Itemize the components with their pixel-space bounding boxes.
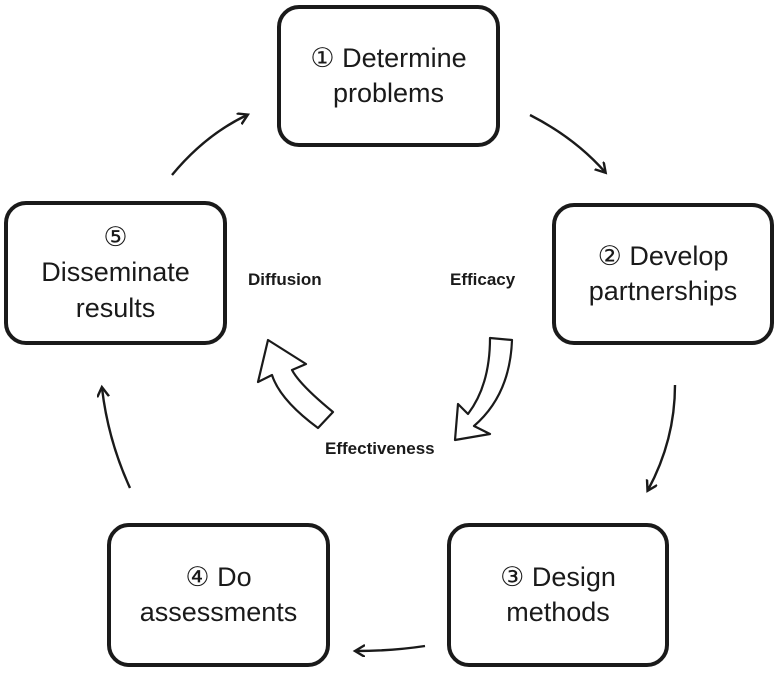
step-4-line-1: ④ Do [185,561,252,592]
step-5-disseminate-results: ⑤ Disseminate results [4,201,227,345]
label-diffusion: Diffusion [248,270,322,289]
label-effectiveness: Effectiveness [325,439,435,458]
block-arrow-effectiveness-to-diffusion [256,338,335,430]
step-3-line-1: ③ Design [500,561,616,592]
step-5-line-2: Disseminate [41,257,190,288]
step-2-develop-partnerships: ② Develop partnerships [552,203,774,345]
step-1-line-2: problems [332,78,445,108]
step-4-line-2: assessments [139,597,298,627]
step-2-line-1: ② Develop [597,240,729,271]
arrow-1-to-2 [529,113,605,172]
label-efficacy: Efficacy [450,270,516,289]
step-5-line-3: results [75,292,156,323]
arrow-4-to-5 [102,388,132,489]
block-arrow-efficacy-to-effectiveness [453,336,514,442]
step-3-line-2: methods [506,597,610,627]
step-1-determine-problems: ① Determine problems [277,5,500,147]
step-4-do-assessments: ④ Do assessments [107,523,330,667]
step-1-line-1: ① Determine [310,42,467,73]
arrow-5-to-1 [171,115,247,176]
step-2-line-2: partnerships [588,276,738,306]
step-3-design-methods: ③ Design methods [447,523,669,667]
arrow-2-to-3 [648,384,677,490]
step-5-line-1: ⑤ [103,222,128,253]
arrow-3-to-4 [356,646,426,651]
